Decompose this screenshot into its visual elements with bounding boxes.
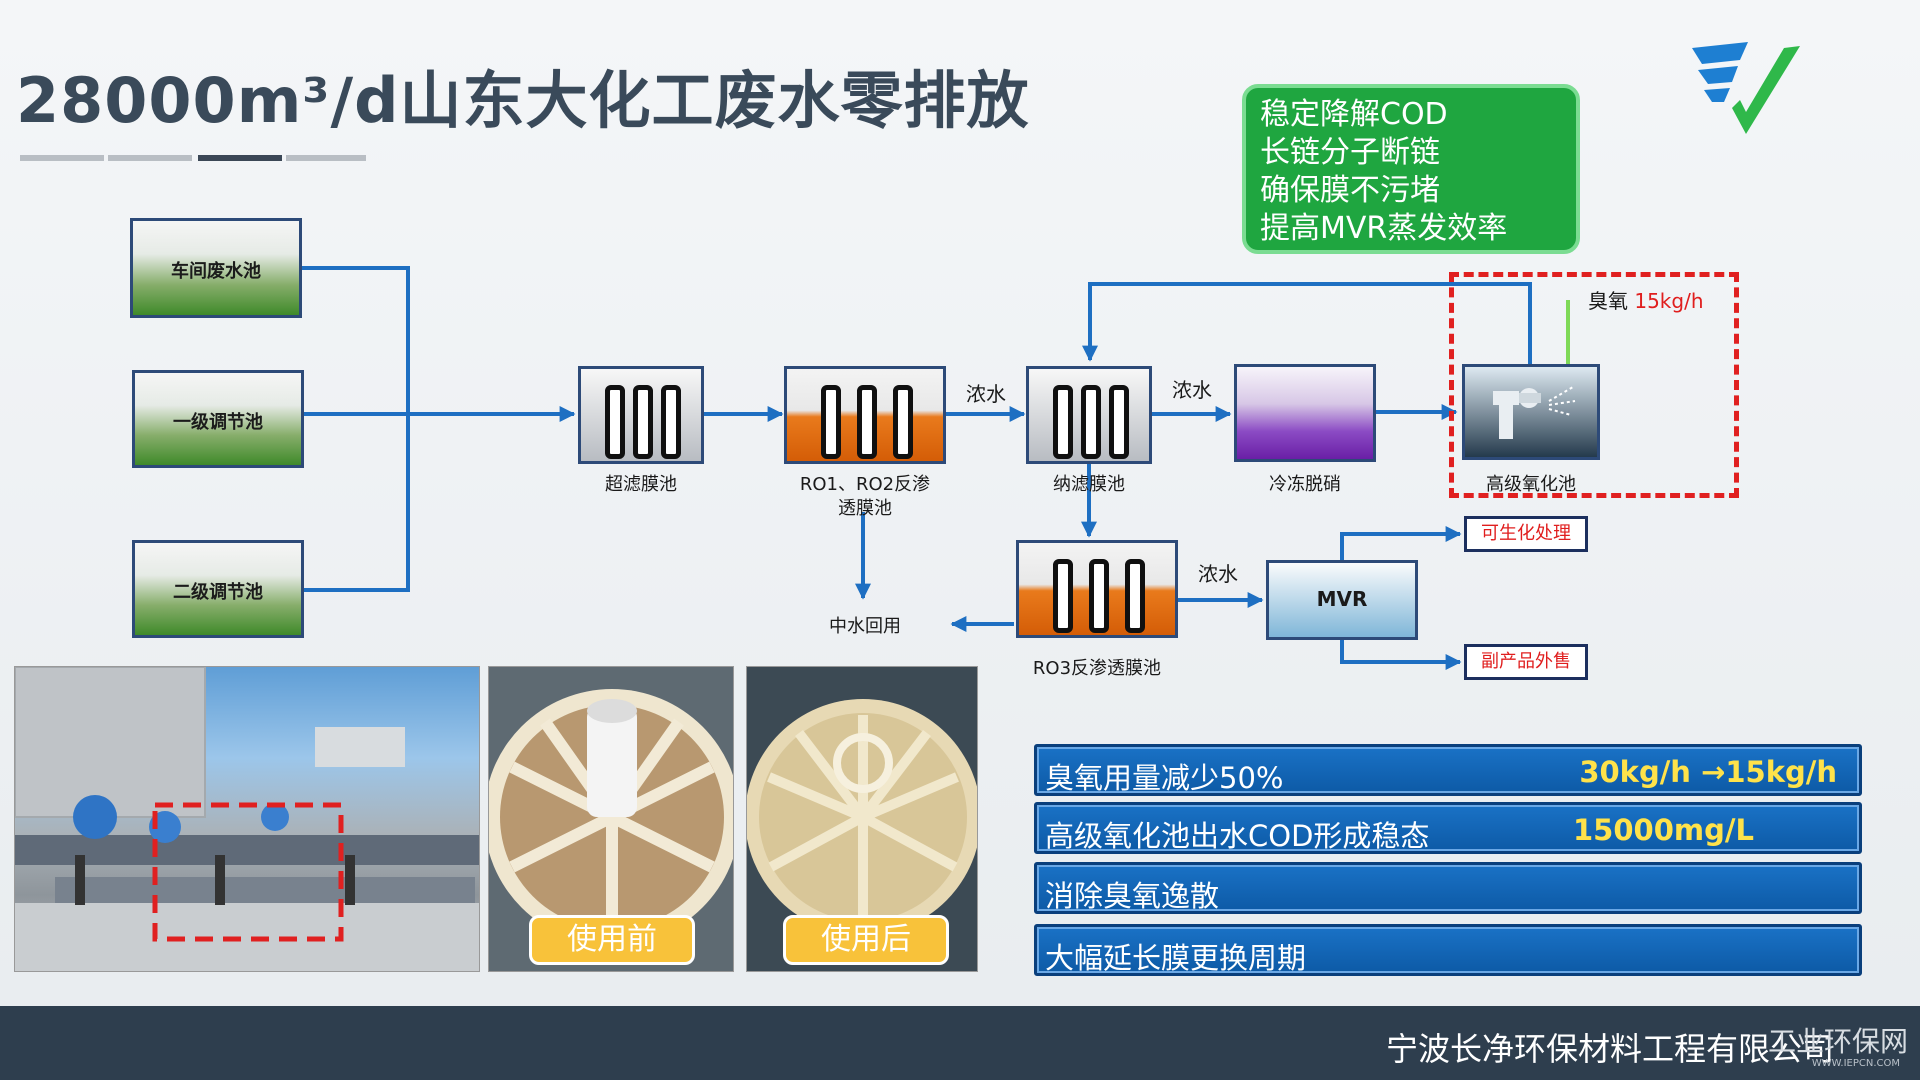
reuse-label: 中水回用 [829,616,901,637]
nf-module [1026,366,1152,464]
line-mvr-biochem [1340,526,1462,560]
footer-watermark: 工业环保网 [1767,1025,1908,1058]
line-ox-return [1082,282,1532,382]
title-underline-1 [20,155,104,161]
title-underline-3 [198,155,282,161]
benefit-line-2: 长链分子断链 [1260,135,1440,170]
company-logo-icon [1692,42,1800,134]
result-bar-3: 消除臭氧逸散 [1034,862,1862,914]
ozone-label: 臭氧 [1588,289,1628,313]
uf-module [578,366,704,464]
byproduct-box: 副产品外售 [1464,644,1588,680]
result-bar-1: 臭氧用量减少50% 30kg/h →15kg/h [1034,744,1862,796]
result-bar-2: 高级氧化池出水COD形成稳态 15000mg/L [1034,802,1862,854]
result-2-label: 高级氧化池出水COD形成稳态 [1045,819,1430,853]
membrane-before-photo: 使用前 [488,666,734,972]
oxidation-highlight [1449,272,1739,498]
pipeline-photo [14,666,480,972]
freeze-label: 冷冻脱硝 [1269,474,1341,495]
result-bar-4: 大幅延长膜更换周期 [1034,924,1862,976]
membrane-after-drawing [747,699,977,935]
tank-workshop-label: 车间废水池 [171,260,261,282]
freeze-tank [1234,364,1376,462]
benefit-line-1: 稳定降解COD [1260,97,1448,132]
oxidation-label: 高级氧化池 [1486,474,1576,495]
uf-label: 超滤膜池 [605,474,677,495]
tank-secondary-label: 二级调节池 [173,581,263,603]
ro12-label-line2: 透膜池 [838,498,892,519]
result-1-value: 30kg/h →15kg/h [1579,755,1837,789]
company-name: 宁波长净环保材料工程有限公司 [1385,1030,1834,1068]
result-4-label: 大幅延长膜更换周期 [1045,941,1307,975]
benefits-box: 稳定降解COD 长链分子断链 确保膜不污堵 提高MVR蒸发效率 [1242,84,1580,254]
title-underline-2 [108,155,192,161]
ro3-label: RO3反渗透膜池 [1032,658,1162,679]
ozone-value: 15kg/h [1634,289,1704,313]
ro12-label-line1: RO1、RO2反渗 [799,474,931,495]
footer-url: WWW.IEPCN.COM [1811,1058,1900,1069]
title-underline-4 [286,155,366,161]
pipeline-drawing [15,667,479,971]
mvr-label: MVR [1316,587,1368,611]
tank-primary-label: 一级调节池 [173,411,263,433]
ozone-generator-icon [1493,386,1576,439]
benefit-line-3: 确保膜不污堵 [1260,173,1440,208]
mvr-unit: MVR [1266,560,1418,640]
oxidation-tank [1462,364,1600,460]
page-title: 28000m³/d山东大化工废水零排放 [16,64,1030,137]
result-1-label: 臭氧用量减少50% [1045,761,1284,795]
ro3-module [1016,540,1178,638]
tank-primary: 一级调节池 [132,370,304,468]
line-tank1 [300,266,410,592]
result-2-value: 15000mg/L [1573,813,1754,847]
benefit-line-4: 提高MVR蒸发效率 [1260,211,1508,246]
line-mvr-byproduct [1340,640,1462,670]
nf-label: 纳滤膜池 [1053,474,1125,495]
tank-workshop: 车间废水池 [130,218,302,318]
before-badge: 使用前 [529,915,695,965]
membrane-before-drawing [489,689,733,945]
footer-bar: 宁波长净环保材料工程有限公司 工业环保网 WWW.IEPCN.COM [0,1006,1920,1080]
concentrate-label-1: 浓水 [966,382,1006,406]
concentrate-label-3: 浓水 [1198,562,1238,586]
after-badge: 使用后 [783,915,949,965]
ro12-module [784,366,946,464]
concentrate-label-2: 浓水 [1172,378,1212,402]
result-3-label: 消除臭氧逸散 [1045,879,1220,913]
membrane-after-photo: 使用后 [746,666,978,972]
tank-secondary: 二级调节池 [132,540,304,638]
ozone-dosage: 臭氧 15kg/h [1588,285,1704,314]
biochem-box: 可生化处理 [1464,516,1588,552]
